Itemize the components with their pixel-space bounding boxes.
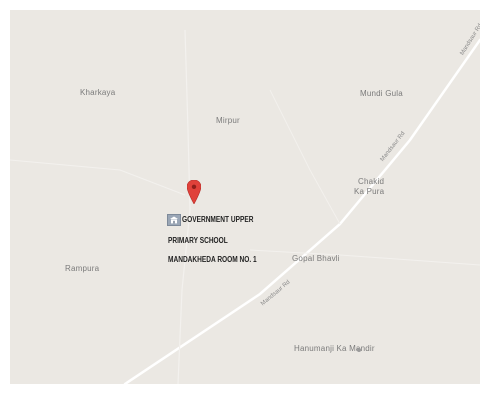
- school-label-line3[interactable]: MANDAKHEDA ROOM NO. 1: [168, 255, 257, 264]
- road-network: [10, 29, 480, 384]
- place-kharkaya: Kharkaya: [80, 88, 116, 97]
- place-gopal-bhavli: Gopal Bhavli: [292, 254, 340, 263]
- road-secondary-2: [10, 159, 186, 196]
- school-icon[interactable]: [167, 214, 181, 226]
- place-chakid-line1: Chakid: [358, 177, 385, 186]
- school-building-glyph: [170, 216, 178, 224]
- school-label-line2[interactable]: PRIMARY SCHOOL: [168, 236, 228, 245]
- road-main-diagonal: [123, 38, 480, 384]
- road-secondary-4: [269, 89, 341, 225]
- map-canvas[interactable]: Mandsaur Rd Mandsaur Rd Mandsaur Rd Khar…: [10, 10, 480, 384]
- place-chakid-line2: Ka Pura: [354, 187, 385, 196]
- school-label-line1[interactable]: GOVERNMENT UPPER: [182, 215, 254, 224]
- road-secondary-1: [177, 29, 191, 384]
- place-mundi-gula: Mundi Gula: [360, 89, 403, 98]
- place-rampura: Rampura: [65, 264, 100, 273]
- place-hanumanji-ka-mandir: Hanumanji Ka Mandir: [294, 344, 375, 353]
- place-mirpur: Mirpur: [216, 116, 240, 125]
- road-secondary-3: [249, 249, 480, 266]
- map-pin-icon[interactable]: [187, 180, 201, 204]
- temple-dot-icon: [357, 348, 361, 352]
